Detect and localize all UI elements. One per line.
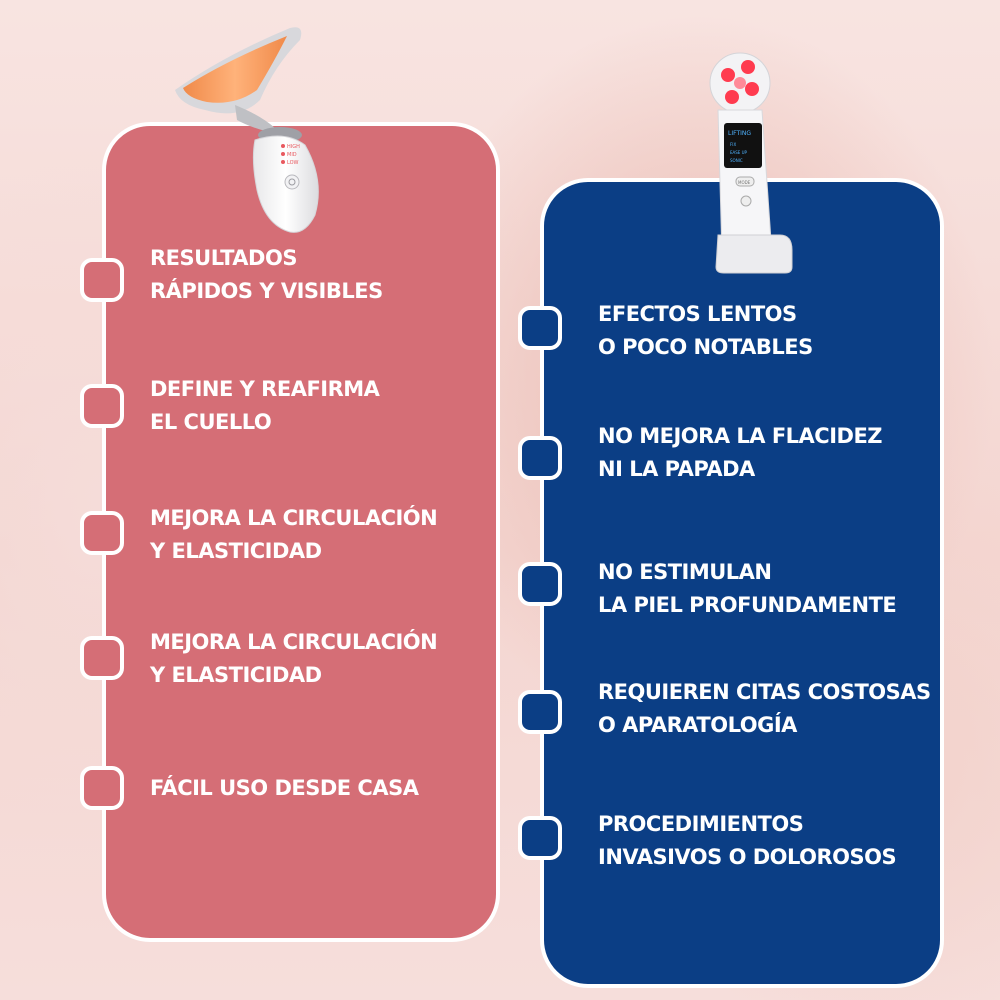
bullet-box [518,690,562,734]
drawback-line: EFECTOS LENTOS [598,302,797,326]
level-label: MID [287,152,297,158]
benefit-line: DEFINE Y REAFIRMA [150,377,380,401]
drawback-item: PROCEDIMIENTOS INVASIVOS O DOLOROSOS [598,808,897,874]
level-label: HIGH [287,144,300,150]
drawback-line: NO ESTIMULAN [598,560,772,584]
screen-line: FIX [730,142,736,147]
drawback-line: NI LA PAPADA [598,457,755,481]
drawback-line: PROCEDIMIENTOS [598,812,804,836]
drawback-item: NO MEJORA LA FLACIDEZ NI LA PAPADA [598,420,883,486]
benefit-item: DEFINE Y REAFIRMA EL CUELLO [150,373,380,439]
benefit-line: FÁCIL USO DESDE CASA [150,776,419,800]
drawbacks-panel: EFECTOS LENTOS O POCO NOTABLES NO MEJORA… [518,178,944,988]
screen-line: EASE UP [730,150,748,155]
drawback-line: INVASIVOS O DOLOROSOS [598,845,897,869]
benefit-item: FÁCIL USO DESDE CASA [150,772,419,805]
benefit-line: RÁPIDOS Y VISIBLES [150,279,383,303]
benefit-line: EL CUELLO [150,410,272,434]
screen-line: LIFTING [728,130,751,137]
bullet-box [80,511,124,555]
drawback-item: REQUIEREN CITAS COSTOSAS O APARATOLOGÍA [598,676,931,742]
neck-massager-device-icon: HIGH MID LOW [175,27,319,233]
bullet-box [518,816,562,860]
mode-label: MODE [738,180,751,185]
benefit-line: RESULTADOS [150,246,297,270]
drawback-line: REQUIEREN CITAS COSTOSAS [598,680,931,704]
facial-device-icon: LIFTING FIX EASE UP SONIC MODE [709,52,793,274]
benefit-item: RESULTADOS RÁPIDOS Y VISIBLES [150,242,383,308]
bullet-box [518,562,562,606]
bullet-box [80,384,124,428]
drawback-line: LA PIEL PROFUNDAMENTE [598,593,897,617]
bullet-box [80,766,124,810]
drawback-line: O APARATOLOGÍA [598,713,797,737]
benefits-panel: RESULTADOS RÁPIDOS Y VISIBLES DEFINE Y R… [80,122,500,942]
drawback-line: O POCO NOTABLES [598,335,813,359]
benefit-line: MEJORA LA CIRCULACIÓN [150,506,438,530]
bullet-box [80,636,124,680]
drawback-line: NO MEJORA LA FLACIDEZ [598,424,883,448]
benefit-item: MEJORA LA CIRCULACIÓN Y ELASTICIDAD [150,502,438,568]
benefit-line: MEJORA LA CIRCULACIÓN [150,630,438,654]
level-label: LOW [287,160,299,166]
bullet-box [80,258,124,302]
screen-line: SONIC [730,158,743,163]
drawback-item: EFECTOS LENTOS O POCO NOTABLES [598,298,813,364]
drawback-item: NO ESTIMULAN LA PIEL PROFUNDAMENTE [598,556,897,622]
bullet-box [518,306,562,350]
benefit-line: Y ELASTICIDAD [150,663,322,687]
benefit-line: Y ELASTICIDAD [150,539,322,563]
benefit-item: MEJORA LA CIRCULACIÓN Y ELASTICIDAD [150,626,438,692]
bullet-box [518,436,562,480]
